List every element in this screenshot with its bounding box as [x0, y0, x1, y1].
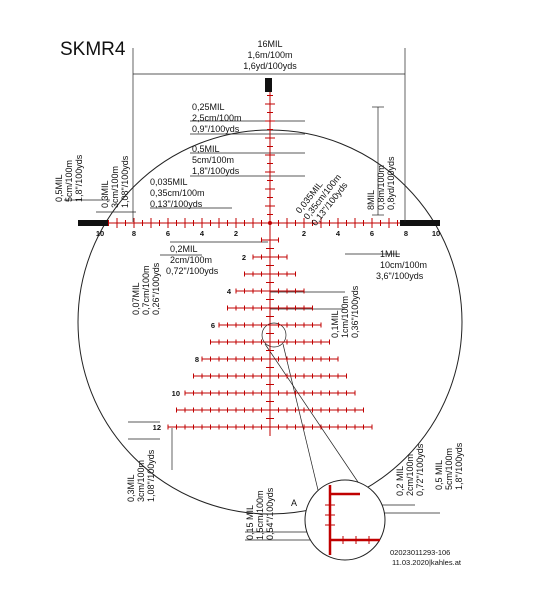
date-and-brand: 11.03.2020|kahles.at: [392, 558, 462, 567]
svg-text:0,54"/100yds: 0,54"/100yds: [265, 487, 275, 540]
horizontal-numbers: 10 8 6 4 2 2 4 6 8 10: [96, 229, 440, 238]
dim-05mil-right-label: 0,5 MIL 5cm/100m 1,8"/100yds: [434, 442, 464, 490]
svg-text:16MIL: 16MIL: [257, 39, 282, 49]
red-reticle: [108, 92, 400, 436]
svg-text:0,5 MIL: 0,5 MIL: [434, 460, 444, 490]
svg-text:4: 4: [227, 287, 232, 296]
svg-text:4: 4: [336, 229, 341, 238]
zoom-label-a: A: [291, 498, 297, 508]
dimension-lines: [64, 48, 440, 541]
svg-text:10: 10: [432, 229, 440, 238]
svg-text:1cm/100m: 1cm/100m: [340, 296, 350, 338]
dim-0035mil-diagonal-label: 0,035MIL 0,35cm/100m 0,13"/100yds: [294, 172, 350, 227]
svg-text:8: 8: [404, 229, 408, 238]
svg-text:0,3MIL: 0,3MIL: [126, 474, 136, 502]
svg-text:0,5MIL: 0,5MIL: [192, 144, 220, 154]
svg-text:4: 4: [200, 229, 205, 238]
svg-text:1,08"/100yds: 1,08"/100yds: [146, 449, 156, 502]
svg-text:8: 8: [132, 229, 136, 238]
svg-text:0,7cm/100m: 0,7cm/100m: [141, 265, 151, 315]
svg-text:0,3MIL: 0,3MIL: [100, 180, 110, 208]
dim-16mil-label: 16MIL 1,6m/100m 1,6yd/100yds: [243, 39, 297, 71]
dim-007mil-label: 0,07MIL 0,7cm/100m 0,26"/100yds: [131, 262, 161, 315]
svg-text:1,6yd/100yds: 1,6yd/100yds: [243, 61, 297, 71]
svg-text:0,36"/100yds: 0,36"/100yds: [350, 285, 360, 338]
svg-text:0,5MIL: 0,5MIL: [54, 174, 64, 202]
dim-03mil-bottom-label: 0,3MIL 3cm/100m 1,08"/100yds: [126, 449, 156, 502]
dim-01mil-label: 0,1MIL 1cm/100m 0,36"/100yds: [330, 285, 360, 338]
svg-text:2: 2: [234, 229, 238, 238]
zoom-inset-circle: [304, 479, 386, 561]
svg-text:0,25MIL: 0,25MIL: [192, 102, 225, 112]
dim-8mil-right-label: 8MIL 0,8m/100m 0,8yd/100yds: [366, 156, 396, 210]
svg-text:3cm/100m: 3cm/100m: [136, 460, 146, 502]
svg-text:0,07MIL: 0,07MIL: [131, 282, 141, 315]
svg-text:0,26"/100yds: 0,26"/100yds: [151, 262, 161, 315]
reticle-title: SKMR4: [60, 39, 126, 60]
svg-text:0,1MIL: 0,1MIL: [330, 310, 340, 338]
svg-text:0,2 MIL: 0,2 MIL: [395, 466, 405, 496]
svg-text:10: 10: [96, 229, 104, 238]
dim-02mil-right-label: 0,2 MIL 2cm/100m 0,72"/100yds: [395, 443, 425, 496]
svg-text:0,9"/100yds: 0,9"/100yds: [192, 124, 240, 134]
dim-02mil-label: 0,2MIL 2cm/100m 0,72"/100yds: [166, 244, 219, 276]
svg-text:2: 2: [302, 229, 306, 238]
svg-text:8: 8: [195, 355, 199, 364]
svg-text:10: 10: [172, 389, 180, 398]
dim-015mil-label: 0,15 MIL 1,5cm/100m 0,54"/100yds: [245, 487, 275, 540]
svg-text:3cm/100m: 3cm/100m: [110, 166, 120, 208]
part-number: 02023011293-106: [390, 548, 450, 557]
svg-text:5cm/100m: 5cm/100m: [192, 155, 234, 165]
svg-text:12: 12: [153, 423, 161, 432]
svg-text:1MIL: 1MIL: [380, 249, 400, 259]
dim-025mil-label: 0,25MIL 2,5cm/100m 0,9"/100yds: [192, 102, 242, 134]
svg-text:5cm/100m: 5cm/100m: [444, 448, 454, 490]
svg-text:1,5cm/100m: 1,5cm/100m: [255, 490, 265, 540]
vertical-numbers: 2 4 6 8 10 12: [153, 253, 246, 432]
svg-text:1,08"/100yds: 1,08"/100yds: [120, 155, 130, 208]
zoom-inset-reticle: [325, 485, 380, 555]
svg-text:8MIL: 8MIL: [366, 190, 376, 210]
dim-0035mil-label: 0,035MIL 0,35cm/100m 0,13"/100yds: [150, 177, 205, 209]
svg-text:2,5cm/100m: 2,5cm/100m: [192, 113, 242, 123]
left-thick-post: [78, 220, 108, 226]
svg-text:0,35cm/100m: 0,35cm/100m: [150, 188, 205, 198]
zoom-source-circle: [261, 322, 287, 348]
svg-text:0,8m/100m: 0,8m/100m: [376, 165, 386, 210]
dim-05mil-left-label: 0,5MIL 5cm/100m 1,8"/100yds: [54, 154, 84, 202]
svg-text:0,72"/100yds: 0,72"/100yds: [166, 266, 219, 276]
svg-text:0,72"/100yds: 0,72"/100yds: [415, 443, 425, 496]
svg-text:5cm/100m: 5cm/100m: [64, 160, 74, 202]
dim-1mil-label: 1MIL 10cm/100m 3,6"/100yds: [376, 249, 427, 281]
svg-text:0,13"/100yds: 0,13"/100yds: [150, 199, 203, 209]
center-dot: [268, 221, 272, 225]
svg-text:6: 6: [166, 229, 170, 238]
svg-text:0,8yd/100yds: 0,8yd/100yds: [386, 156, 396, 210]
svg-text:2: 2: [242, 253, 246, 262]
svg-text:10cm/100m: 10cm/100m: [380, 260, 427, 270]
svg-text:0,2MIL: 0,2MIL: [170, 244, 198, 254]
svg-text:2cm/100m: 2cm/100m: [170, 255, 212, 265]
top-thick-post: [265, 78, 272, 92]
svg-text:2cm/100m: 2cm/100m: [405, 454, 415, 496]
dim-05mil-label: 0,5MIL 5cm/100m 1,8"/100yds: [192, 144, 240, 176]
dim-03mil-left-label: 0,3MIL 3cm/100m 1,08"/100yds: [100, 155, 130, 208]
svg-text:6: 6: [370, 229, 374, 238]
svg-text:0,15 MIL: 0,15 MIL: [245, 505, 255, 540]
svg-text:1,6m/100m: 1,6m/100m: [247, 50, 292, 60]
svg-text:1,8"/100yds: 1,8"/100yds: [454, 442, 464, 490]
svg-text:1,8"/100yds: 1,8"/100yds: [192, 166, 240, 176]
svg-text:3,6"/100yds: 3,6"/100yds: [376, 271, 424, 281]
right-thick-post: [400, 220, 440, 226]
svg-text:6: 6: [211, 321, 215, 330]
svg-text:1,8"/100yds: 1,8"/100yds: [74, 154, 84, 202]
svg-text:0,035MIL: 0,035MIL: [150, 177, 188, 187]
